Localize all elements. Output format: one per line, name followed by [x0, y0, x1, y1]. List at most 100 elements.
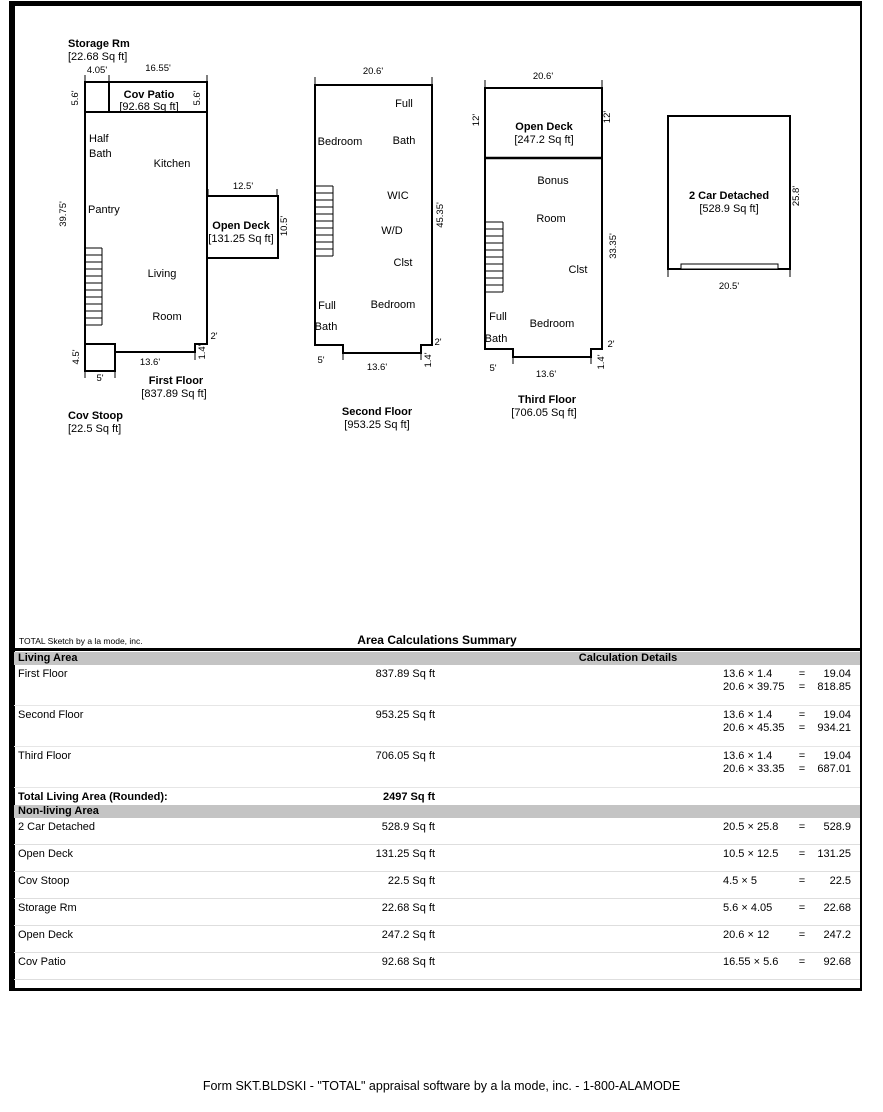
room-f2-wd: W/D — [381, 224, 403, 237]
form-footer: Form SKT.BLDSKI - "TOTAL" appraisal soft… — [202, 1079, 681, 1093]
cov-patio-area: [92.68 Sq ft] — [119, 100, 179, 113]
dim-f2-bottom-width: 13.6' — [366, 361, 388, 373]
calc-equals: = — [798, 875, 806, 887]
dim-f2-notch-width: 2' — [434, 336, 442, 348]
calc-expr: 16.55 × 5.6 — [723, 956, 779, 968]
room-living-line1: Living — [147, 267, 177, 280]
calc-expr: 20.6 × 39.75 — [723, 681, 785, 693]
calc-result: 131.25 — [817, 848, 851, 860]
calc-equals: = — [798, 929, 806, 941]
cov-stoop-title: Cov Stoop — [68, 409, 123, 422]
second-floor-title: Second Floor — [341, 405, 413, 418]
dim-f2-notch-height: 1.4' — [422, 352, 434, 368]
row-calculations: 20.5 × 25.8 = 528.9 — [723, 821, 851, 834]
dim-f3-deck-height-left: 12' — [470, 113, 482, 127]
calc-equals: = — [798, 709, 806, 721]
calc-equals: = — [798, 902, 806, 914]
open-deck-1-title: Open Deck — [212, 219, 270, 232]
row-2-car-detached: 2 Car Detached 528.9 Sq ft 20.5 × 25.8 =… — [14, 818, 860, 845]
row-area: 131.25 Sq ft — [375, 848, 435, 860]
row-calculations: 16.55 × 5.6 = 92.68 — [723, 956, 851, 969]
calc-expr: 20.6 × 45.35 — [723, 722, 785, 734]
garage-outline — [667, 115, 791, 270]
garage-title: 2 Car Detached — [688, 189, 770, 202]
first-floor-area: [837.89 Sq ft] — [141, 387, 207, 400]
dim-f3-bottom-width: 13.6' — [535, 368, 557, 380]
floorplan-walls-svg — [84, 75, 791, 378]
cov-patio-title: Cov Patio — [123, 88, 175, 101]
open-deck-1-area: [131.25 Sq ft] — [208, 232, 274, 245]
calc-expr: 20.6 × 33.35 — [723, 763, 785, 775]
dim-f1-notch-height: 1.4' — [196, 344, 208, 360]
room-f3-clst: Clst — [568, 263, 588, 276]
floorplan-sketch-area: Storage Rm [22.68 Sq ft] 4.05' 16.55' 5.… — [58, 37, 802, 435]
row-name: Cov Patio — [18, 956, 66, 968]
calc-equals: = — [798, 848, 806, 860]
room-f2-full-top: Full — [395, 97, 413, 110]
calc-result: 528.9 — [823, 821, 851, 833]
room-f3-bedroom: Bedroom — [529, 317, 575, 330]
dim-storage-width: 4.05' — [86, 64, 108, 76]
room-f2-bedroom-top: Bedroom — [317, 135, 363, 148]
dim-f1-bottom-width: 13.6' — [139, 356, 161, 368]
dim-patio-width: 16.55' — [145, 62, 171, 74]
storage-rm-title: Storage Rm — [68, 37, 130, 50]
calc-expr: 10.5 × 12.5 — [723, 848, 779, 860]
room-f3-bonus-line1: Bonus — [537, 174, 569, 187]
row-first-floor: First Floor 837.89 Sq ft 13.6 × 1.4 = 19… — [14, 665, 860, 706]
dim-garage-width: 20.5' — [718, 280, 740, 292]
dim-stoop-height: 4.5' — [70, 349, 82, 365]
room-living-line2: Room — [152, 310, 182, 323]
calc-result: 22.5 — [829, 875, 851, 887]
table-header-row: TOTAL Sketch by a la mode, inc. Area Cal… — [14, 632, 860, 648]
header-divider-rule — [14, 648, 860, 651]
room-f2-bath-bottom: Bath — [314, 320, 338, 333]
row-name: Storage Rm — [18, 902, 77, 914]
calc-expr: 5.6 × 4.05 — [723, 902, 773, 914]
calc-expr: 4.5 × 5 — [723, 875, 757, 887]
calc-result: 19.04 — [823, 668, 851, 680]
row-name: Open Deck — [18, 848, 74, 860]
dim-f3-height: 33.35' — [607, 233, 619, 259]
dim-stoop-width: 5' — [96, 372, 104, 384]
room-f3-bath: Bath — [484, 332, 508, 345]
dim-f3-deck-height-right: 12' — [601, 110, 613, 124]
calc-equals: = — [798, 681, 806, 693]
calc-equals: = — [798, 763, 806, 775]
row-area: 706.05 Sq ft — [375, 750, 435, 762]
dimension-ticks — [84, 75, 791, 378]
calc-expr: 13.6 × 1.4 — [723, 709, 773, 721]
calc-expr: 13.6 × 1.4 — [723, 750, 773, 762]
row-calculations: 13.6 × 1.4 = 19.04 20.6 × 45.35 = 934.21 — [723, 709, 851, 735]
dim-f3-top-width: 20.6' — [532, 70, 554, 82]
row-calculations: 5.6 × 4.05 = 22.68 — [723, 902, 851, 915]
second-floor-outline — [314, 84, 433, 354]
garage-door — [680, 263, 779, 270]
calc-equals: = — [798, 668, 806, 680]
calc-equals: = — [798, 722, 806, 734]
dim-garage-height: 25.8' — [790, 185, 802, 207]
storage-rm-area: [22.68 Sq ft] — [68, 50, 128, 63]
row-name: Cov Stoop — [18, 875, 70, 887]
calc-result: 247.2 — [823, 929, 851, 941]
total-area: 2497 Sq ft — [383, 791, 435, 803]
row-open-deck-2: Open Deck 247.2 Sq ft 20.6 × 12 = 247.2 — [14, 926, 860, 953]
room-f2-full-bottom: Full — [318, 299, 336, 312]
total-label: Total Living Area (Rounded): — [18, 791, 168, 803]
calc-result: 818.85 — [817, 681, 851, 693]
room-f2-clst: Clst — [393, 256, 413, 269]
non-living-area-band: Non-living Area — [14, 805, 860, 818]
table-title: Area Calculations Summary — [357, 633, 517, 647]
row-cov-patio: Cov Patio 92.68 Sq ft 16.55 × 5.6 = 92.6… — [14, 953, 860, 980]
dim-f3-notch-width: 2' — [607, 338, 615, 350]
room-f2-wic: WIC — [387, 189, 409, 202]
calc-result: 92.68 — [823, 956, 851, 968]
row-open-deck-1: Open Deck 131.25 Sq ft 10.5 × 12.5 = 131… — [14, 845, 860, 872]
row-area: 528.9 Sq ft — [381, 821, 435, 833]
row-third-floor: Third Floor 706.05 Sq ft 13.6 × 1.4 = 19… — [14, 747, 860, 788]
room-f3-bonus-line2: Room — [536, 212, 566, 225]
calc-equals: = — [798, 956, 806, 968]
calc-result: 19.04 — [823, 750, 851, 762]
calc-result: 19.04 — [823, 709, 851, 721]
